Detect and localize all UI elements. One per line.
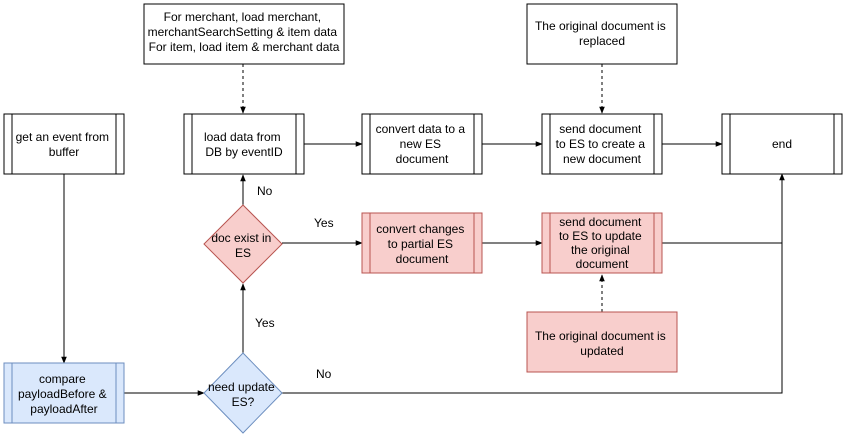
process-send-create-line: send document [559, 122, 642, 136]
svg-text:get an event from buffer: get an event from buffer [16, 130, 113, 159]
process-convert-new-line: convert data to a [376, 122, 466, 136]
process-convert-new-line: document [396, 152, 449, 166]
process-convert-new-shape [361, 113, 483, 175]
svg-text:The original document is: The original document is updated [535, 329, 669, 358]
label-no-doc-exist: No [257, 184, 273, 198]
decision-doc-exist-shape [203, 204, 283, 284]
process-get-event-shape [3, 113, 125, 175]
svg-text:For merchant, load merchant,: For merchant, load merchant, merchantSea… [148, 10, 341, 54]
process-send-update-line: send document [559, 215, 642, 229]
process-end-shape [721, 113, 843, 175]
note-top-left-line: For item, load item & merchant data [149, 40, 340, 54]
decision-need-update-shape [203, 352, 283, 434]
edges [61, 64, 785, 396]
svg-text:end: end [772, 137, 792, 151]
process-send-update: send document to ES to update the origin… [541, 212, 663, 274]
note-updated-line: The original document is [535, 329, 666, 343]
process-compare-shape [3, 362, 125, 424]
process-send-update-line: document [576, 257, 629, 271]
process-get-event-line: buffer [49, 145, 79, 159]
decision-doc-exist-line: doc exist in [211, 231, 271, 245]
process-send-update-line: the original [571, 243, 630, 257]
note-updated: The original document is updated [526, 311, 678, 373]
svg-text:send document to ES to u: send document to ES to update the origin… [559, 215, 645, 271]
note-top-right-shape [526, 3, 678, 65]
decision-need-update-line: need update [208, 380, 275, 394]
process-load-data: load data from DB by eventID [183, 113, 305, 175]
process-convert-partial-line: convert changes [376, 222, 464, 236]
process-send-create-shape [541, 113, 663, 175]
process-compare: compare payloadBefore & payloadAfter [3, 362, 125, 424]
process-send-update-shape [541, 212, 663, 274]
note-top-right-line: The original document is [535, 19, 666, 33]
label-no-need-update: No [316, 367, 332, 381]
process-get-event-line: get an event from [16, 130, 109, 144]
process-load-data-line: DB by eventID [205, 145, 283, 159]
decision-need-update-line: ES? [232, 395, 255, 409]
svg-text:load data from DB by eve: load data from DB by eventID [204, 130, 284, 159]
label-yes-doc-exist: Yes [314, 216, 334, 230]
process-send-create-line: new document [563, 152, 642, 166]
process-send-update-line: to ES to update [559, 229, 642, 243]
process-end-line: end [772, 137, 792, 151]
note-top-left: For merchant, load merchant, merchantSea… [143, 3, 345, 65]
svg-text:need update ES?: need update ES? [208, 380, 278, 409]
process-convert-partial-shape [361, 212, 483, 274]
edge-need-update-to-end [282, 173, 785, 394]
process-load-data-shape [183, 113, 305, 175]
process-convert-partial-line: document [396, 252, 449, 266]
process-compare-line: payloadAfter [30, 402, 97, 416]
svg-text:doc exist in ES: doc exist in ES [211, 231, 274, 260]
svg-text:compare payloadBefore &: compare payloadBefore & payloadAfter [18, 372, 110, 416]
process-convert-new: convert data to a new ES document [361, 113, 483, 175]
note-top-right: The original document is replaced [526, 3, 678, 65]
note-top-left-line: merchantSearchSetting & item data [148, 25, 338, 39]
process-compare-line: compare [39, 372, 86, 386]
decision-need-update: need update ES? [203, 352, 283, 434]
process-compare-line: payloadBefore & [18, 387, 107, 401]
process-get-event: get an event from buffer [3, 113, 125, 175]
note-updated-shape [526, 311, 678, 373]
process-load-data-line: load data from [204, 130, 281, 144]
label-yes-need-update: Yes [255, 316, 275, 330]
note-top-right-line: replaced [579, 34, 625, 48]
note-top-left-line: For merchant, load merchant, [164, 10, 321, 24]
svg-text:The original document is: The original document is replaced [535, 19, 669, 48]
process-send-create: send document to ES to create a new docu… [541, 113, 663, 175]
process-convert-partial: convert changes to partial ES document [361, 212, 483, 274]
note-updated-line: updated [580, 344, 623, 358]
process-send-create-line: to ES to create a [556, 137, 646, 151]
process-convert-new-line: new ES [400, 137, 441, 151]
decision-doc-exist: doc exist in ES [203, 204, 283, 284]
process-end: end [721, 113, 843, 175]
svg-text:send document to ES to c: send document to ES to create a new docu… [556, 122, 649, 166]
svg-text:convert changes to parti: convert changes to partial ES document [376, 222, 467, 266]
svg-text:convert data to a new ES: convert data to a new ES document [376, 122, 469, 166]
note-top-left-shape [143, 3, 345, 65]
process-convert-partial-line: to partial ES [388, 237, 453, 251]
decision-doc-exist-line: ES [235, 246, 251, 260]
edge-labels: No Yes Yes No [255, 184, 334, 381]
